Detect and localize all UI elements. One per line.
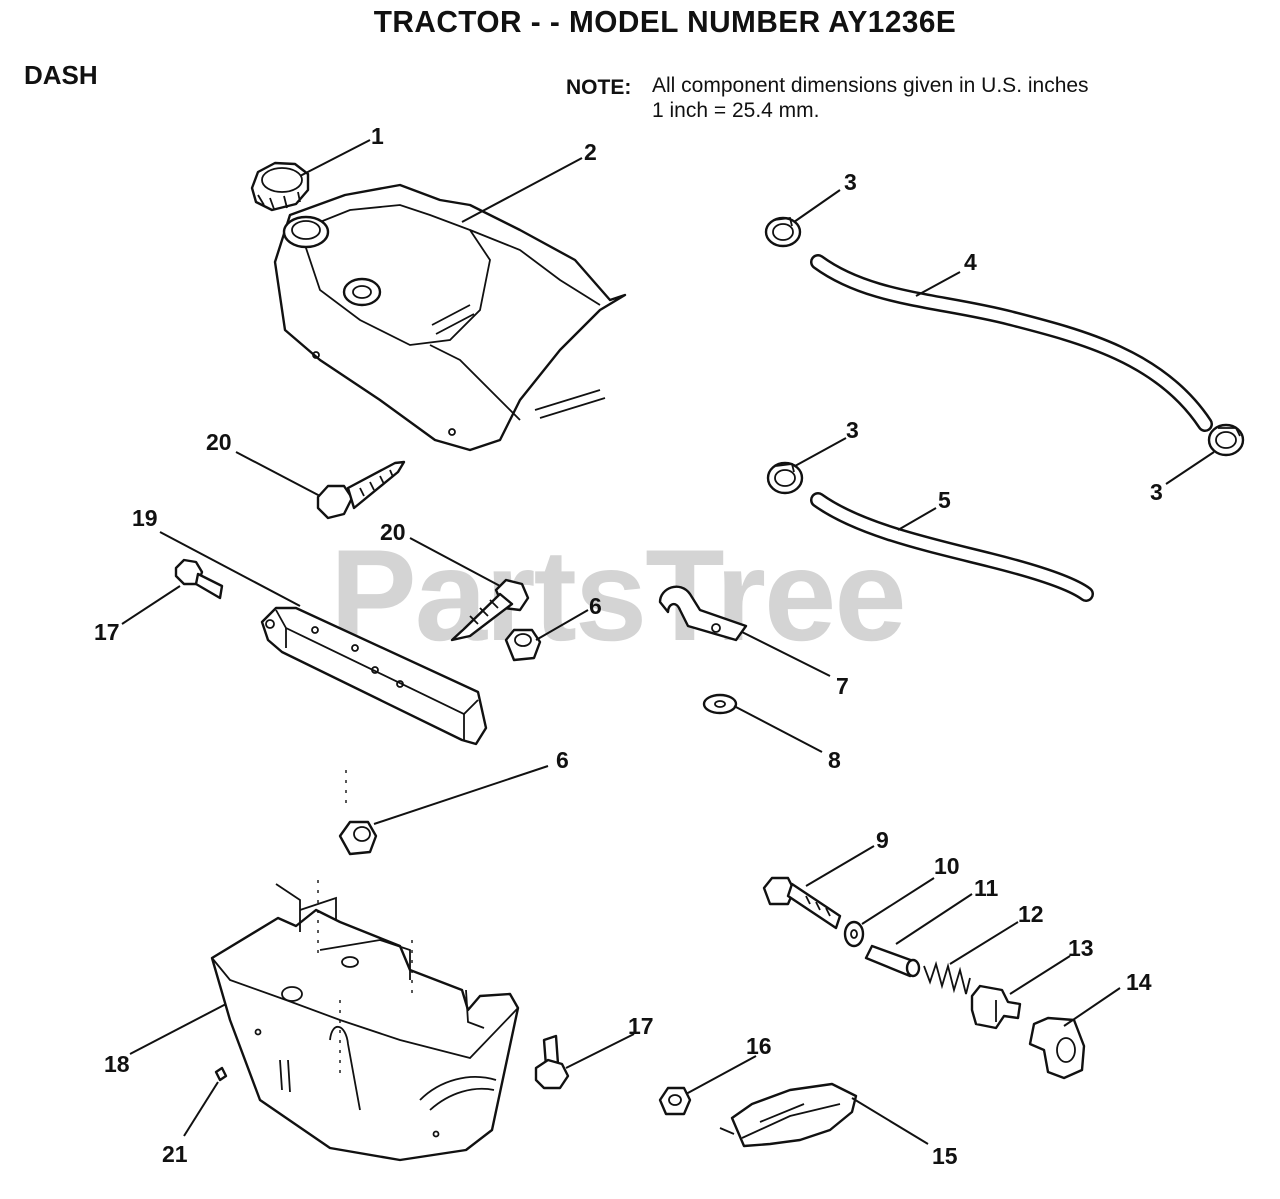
callout-20: 20	[206, 429, 232, 455]
callout-21: 21	[162, 1141, 188, 1167]
callout-15: 15	[932, 1143, 958, 1169]
part-lower-dash	[210, 883, 520, 1162]
callout-6: 6	[556, 747, 569, 773]
callout-20: 20	[380, 519, 406, 545]
callout-5: 5	[938, 487, 951, 513]
part-flange-nut	[658, 1086, 692, 1116]
callout-6: 6	[589, 593, 602, 619]
part-hose-clamp-middle	[766, 461, 804, 495]
callout-8: 8	[828, 747, 841, 773]
part-lever-bolt	[762, 876, 842, 930]
callout-13: 13	[1068, 935, 1094, 961]
part-nut-upper	[504, 628, 542, 662]
part-spacer	[864, 944, 921, 978]
callout-1: 1	[371, 123, 384, 149]
part-housing	[1028, 1016, 1086, 1080]
callout-9: 9	[876, 827, 889, 853]
callout-16: 16	[746, 1033, 772, 1059]
alignment-lines	[317, 770, 413, 1080]
callout-4: 4	[964, 249, 977, 275]
part-flat-washer	[843, 920, 865, 948]
part-fuel-hose-long	[810, 254, 1213, 432]
part-quadrant-decal	[719, 1082, 858, 1148]
part-pin	[214, 1066, 228, 1082]
callout-labels: 1 2 3 3 3 4 5 6 6 7 8 9 10 11 12 13 14 1…	[94, 123, 1163, 1169]
callout-3: 3	[846, 417, 859, 443]
callout-12: 12	[1018, 901, 1044, 927]
part-screw-bottom	[534, 1034, 570, 1090]
callout-17: 17	[94, 619, 120, 645]
callout-7: 7	[836, 673, 849, 699]
part-bolt-upper	[316, 460, 406, 520]
part-bolt-middle	[450, 578, 530, 642]
part-bracket	[260, 606, 488, 746]
callout-3: 3	[844, 169, 857, 195]
callout-2: 2	[584, 139, 597, 165]
part-screw-left	[174, 558, 224, 600]
part-washer	[702, 693, 738, 715]
leader-lines	[121, 139, 1215, 1145]
callout-14: 14	[1126, 969, 1152, 995]
part-hose-clamp-right	[1207, 423, 1245, 457]
part-knob	[970, 984, 1022, 1030]
callout-19: 19	[132, 505, 158, 531]
note-line-2: 1 inch = 25.4 mm.	[652, 99, 820, 122]
part-nut-lower	[338, 820, 378, 856]
part-fuel-hose-short	[810, 492, 1094, 602]
callout-10: 10	[934, 853, 960, 879]
callout-18: 18	[104, 1051, 130, 1077]
part-fuel-cap	[250, 161, 310, 212]
part-dash-panel	[273, 183, 627, 452]
callout-11: 11	[974, 875, 999, 901]
section-label: DASH	[24, 60, 98, 90]
note-label: NOTE:	[566, 76, 632, 99]
part-spring	[923, 960, 971, 995]
part-clip	[658, 585, 748, 642]
part-hose-clamp-upper	[764, 216, 802, 248]
callout-17: 17	[628, 1013, 654, 1039]
note-line-1: All component dimensions given in U.S. i…	[652, 74, 1089, 97]
page-title: TRACTOR - - MODEL NUMBER AY1236E	[373, 4, 957, 39]
callout-3: 3	[1150, 479, 1163, 505]
